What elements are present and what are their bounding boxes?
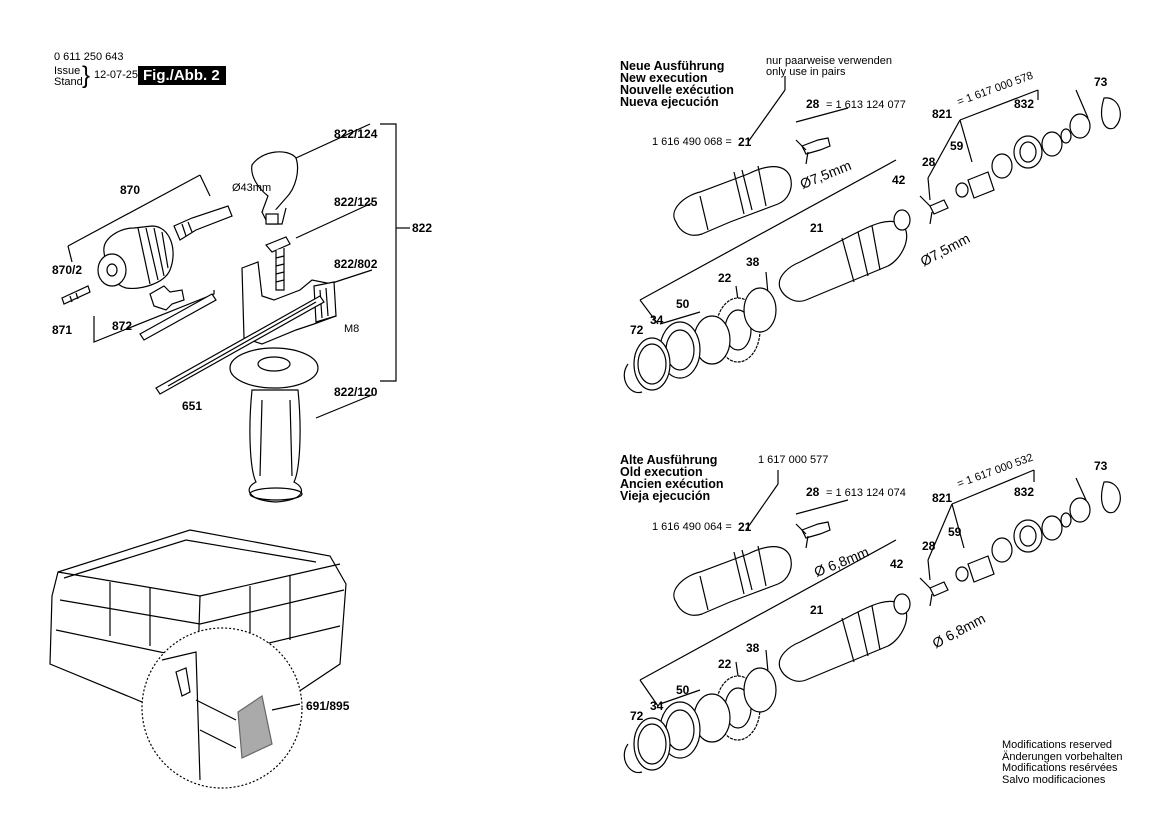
carry-case: [49, 529, 347, 789]
brace-glyph: }: [82, 62, 91, 89]
new-label-21a: 21: [738, 135, 752, 149]
spindle-icon: [673, 166, 792, 236]
old-label-21a: 21: [738, 520, 752, 534]
label-822: 822: [412, 221, 433, 235]
bracket-822: [380, 123, 397, 382]
new-note-en: only use in pairs: [766, 66, 846, 78]
circlip-icon: [1101, 97, 1121, 130]
label-870: 870: [120, 183, 141, 197]
old-execution-assembly: [623, 469, 1121, 774]
old-label-22: 22: [718, 657, 732, 671]
label-822-124: 822/124: [334, 127, 378, 141]
new-title-es: Nueva ejecución: [620, 95, 719, 109]
old-label-59: 59: [948, 525, 962, 539]
label-651: 651: [182, 399, 203, 413]
new-label-28a: 28: [806, 97, 820, 111]
old-label-50: 50: [676, 683, 690, 697]
new-note-de: nur paarweise verwenden: [766, 55, 892, 67]
new-label-50: 50: [676, 297, 690, 311]
old-label-42: 42: [890, 557, 904, 571]
new-execution-assembly: [623, 76, 1121, 394]
label-871: 871: [52, 323, 73, 337]
old-title-fr: Ancien exécution: [620, 477, 724, 491]
label-822-120: 822/120: [334, 385, 378, 399]
old-label-73: 73: [1094, 459, 1108, 473]
old-ref-top: 1 617 000 577: [758, 454, 829, 466]
figure-badge: Fig./Abb. 2: [138, 66, 226, 85]
clamp-ring-icon: [251, 151, 299, 215]
old-label-28b: 28: [922, 539, 936, 553]
chuck-key-icon: [149, 285, 185, 311]
new-ref-28: = 1 613 124 077: [826, 99, 906, 111]
part-number: 0 611 250 643: [54, 51, 124, 63]
label-870-2: 870/2: [52, 263, 83, 277]
stand-label: Stand: [54, 76, 83, 88]
new-label-821: 821: [932, 107, 953, 121]
new-label-38: 38: [746, 255, 760, 269]
old-label-821: 821: [932, 491, 953, 505]
label-plate-icon: [237, 695, 273, 759]
new-title-fr: Nouvelle exécution: [620, 83, 734, 97]
label-691-895: 691/895: [306, 699, 350, 713]
new-label-28b: 28: [922, 155, 936, 169]
label-872: 872: [112, 319, 133, 333]
old-ref-28: = 1 613 124 074: [826, 487, 906, 499]
new-label-42: 42: [892, 173, 906, 187]
old-title-en: Old execution: [620, 465, 703, 479]
new-label-22: 22: [718, 271, 732, 285]
new-label-21b: 21: [810, 221, 824, 235]
old-label-832: 832: [1014, 485, 1035, 499]
issue-label: Issue: [54, 65, 81, 77]
chuck-screw-icon: [61, 285, 91, 305]
issue-date: 12-07-25: [94, 69, 139, 81]
note-fr: Modifications resérvées: [1002, 762, 1118, 774]
label-822-125: 822/125: [334, 195, 378, 209]
note-es: Salvo modificaciones: [1002, 773, 1106, 786]
pin-icon: [801, 137, 831, 155]
old-title-es: Vieja ejecución: [620, 489, 711, 503]
new-label-832: 832: [1014, 97, 1035, 111]
new-label-34: 34: [650, 313, 664, 327]
new-title-de: Neue Ausführung: [620, 59, 725, 73]
old-label-34: 34: [650, 699, 664, 713]
detail-circle: [141, 627, 303, 789]
note-en: Modifications reserved: [1002, 739, 1113, 751]
old-title-de: Alte Ausführung: [620, 453, 718, 467]
new-title-en: New execution: [620, 71, 708, 85]
label-822-802: 822/802: [334, 257, 378, 271]
label-d43: Ø43mm: [232, 182, 272, 194]
new-label-72: 72: [630, 323, 644, 337]
left-assembly: [61, 123, 410, 503]
old-ref-21: 1 616 490 064 =: [652, 521, 732, 533]
old-label-72: 72: [630, 709, 644, 723]
new-label-59: 59: [950, 139, 964, 153]
old-label-28a: 28: [806, 485, 820, 499]
screw-icon: [264, 236, 291, 253]
new-ref-21: 1 616 490 068 =: [652, 136, 732, 148]
note-de: Änderungen vorbehalten: [1002, 750, 1123, 763]
new-label-73: 73: [1094, 75, 1108, 89]
handle-grip-icon: [248, 389, 303, 503]
spindle-lower-icon: [778, 220, 908, 302]
modification-notes: Modifications reserved Änderungen vorbeh…: [1002, 739, 1123, 786]
shank-adapter-icon: [173, 205, 233, 241]
old-label-38: 38: [746, 641, 760, 655]
old-label-21b: 21: [810, 603, 824, 617]
label-m8: M8: [344, 323, 360, 335]
